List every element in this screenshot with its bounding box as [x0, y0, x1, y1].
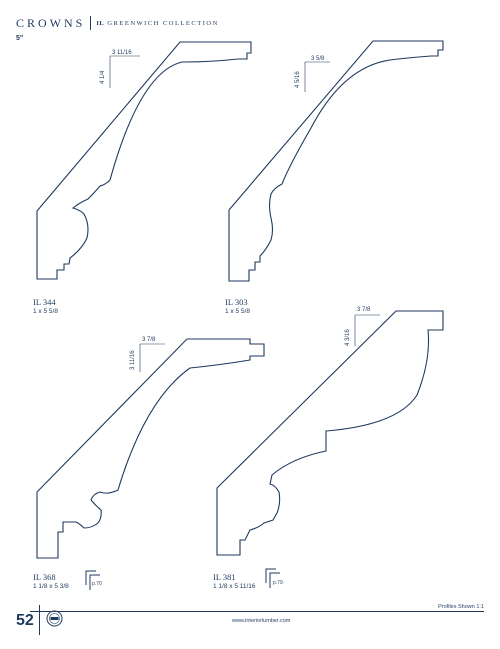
dim-guide-il-344: [109, 55, 140, 88]
profile-name-il-381: IL 381: [213, 572, 236, 582]
corner-guide-icon: [265, 568, 280, 588]
dim-width-il-368: 3 7/8: [142, 337, 156, 343]
dim-height-il-381: 4 3/16: [345, 329, 351, 346]
profile-outline-il-303: [228, 40, 444, 282]
dim-height-il-303: 4 5/16: [295, 71, 301, 88]
profile-dim-il-344: 1 x 5 5/8: [33, 308, 58, 315]
collection-title: IL GREENWICH COLLECTION: [96, 20, 218, 27]
page-ref-il-368[interactable]: p.70: [92, 581, 102, 587]
dim-guide-il-381: [354, 314, 380, 346]
corner-guide-icon: [85, 570, 100, 590]
profile-outline-il-368: [36, 338, 265, 559]
dim-guide-il-303: [304, 61, 330, 92]
dim-height-il-344: 4 1/4: [100, 70, 106, 84]
page-header: CROWNS IL GREENWICH COLLECTION: [16, 13, 219, 33]
company-seal-icon: [46, 610, 63, 627]
website-link[interactable]: www.interiorlumber.com: [232, 618, 291, 624]
profile-name-il-368: IL 368: [33, 572, 56, 582]
collection-prefix: IL: [96, 19, 105, 27]
profile-outline-il-381: [216, 310, 444, 556]
profile-name-il-303: IL 303: [225, 297, 248, 307]
footer-divider: [30, 611, 484, 612]
dim-width-il-344: 3 11/16: [112, 50, 132, 56]
page-number: 52: [16, 612, 34, 629]
profile-dim-il-368: 1 1/8 x 5 3/8: [33, 583, 69, 590]
page-number-divider: [39, 605, 40, 635]
dim-height-il-368: 3 11/16: [130, 350, 136, 370]
collection-name: GREENWICH COLLECTION: [107, 19, 219, 27]
profile-name-il-344: IL 344: [33, 297, 56, 307]
dim-guide-il-368: [139, 343, 165, 372]
scale-note: Profiles Shown 1:1: [438, 604, 484, 610]
dim-width-il-303: 3 5/8: [311, 56, 325, 62]
profile-outline-il-344: [36, 41, 252, 280]
size-label: 5": [16, 35, 24, 42]
profile-dim-il-303: 1 x 5 5/8: [225, 308, 250, 315]
profile-dim-il-381: 1 1/8 x 5 11/16: [213, 583, 256, 590]
page-ref-il-381[interactable]: p.79: [273, 580, 283, 586]
dim-width-il-381: 3 7/8: [357, 307, 371, 313]
brand-title: CROWNS: [16, 15, 86, 30]
header-divider: [90, 16, 92, 30]
